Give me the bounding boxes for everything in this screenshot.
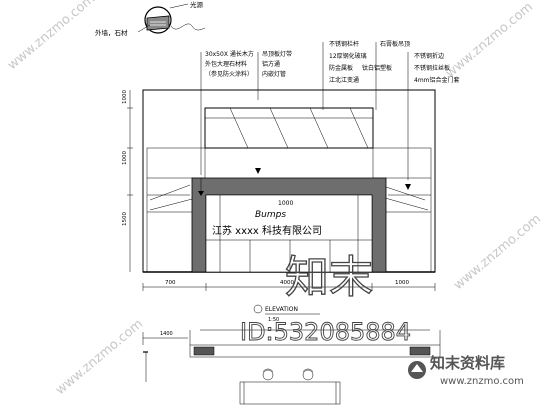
svg-text:1000: 1000	[395, 280, 409, 286]
reception-desk	[239, 381, 341, 405]
detail-section: 光源 外墙，石材	[95, 0, 206, 37]
svg-text:1400: 1400	[160, 331, 173, 337]
callout-wall-stone: 外墙，石材	[95, 28, 128, 37]
elevation-title-text: ELEVATION	[265, 306, 298, 313]
callout-light-source: 光源	[190, 0, 204, 9]
sign-company-name: 江苏 xxxx 科技有限公司	[212, 224, 322, 237]
callout-right-1: 石膏板吊顶	[380, 40, 410, 48]
callout-left-3: （参见防火涂料）	[205, 70, 253, 78]
elevation-scale: 1:50	[268, 317, 279, 323]
watermark-site-url: www.znzmo.com	[440, 376, 524, 387]
dimension-lines: 1000 1500 1000 700 4000 1000	[122, 90, 436, 291]
watermark-url-1: www.znzmo.com	[5, 0, 98, 73]
callout-mid-7: 江北江变通	[329, 76, 359, 84]
glass-panel	[204, 107, 374, 149]
sign-logo: Bumps	[255, 210, 286, 220]
callout-mid-9: 钛白铝塑板	[362, 64, 392, 72]
callout-right-2: 不锈钢折边	[414, 52, 444, 60]
callout-mid-6: 防金属板	[329, 64, 353, 72]
callout-right-5: 4mm铝合金门套	[414, 76, 460, 84]
elevation-drawing: 1000 Bumps 江苏 xxxx 科技有限公司	[142, 89, 436, 273]
callout-mid-1: 吊顶板灯带	[262, 50, 292, 58]
watermark-logo-cn: 知末	[285, 252, 373, 303]
sign-panel	[205, 194, 373, 273]
watermark-url-2: www.znzmo.com	[53, 316, 146, 398]
elevation-title: ELEVATION 1:50	[253, 304, 320, 323]
detail-leader	[170, 23, 206, 31]
plan-view: 1400	[142, 329, 441, 405]
watermark-id: ID:532085884	[240, 318, 411, 346]
svg-text:1500: 1500	[122, 212, 128, 226]
callout-mid-4: 不锈钢栏杆	[329, 40, 359, 48]
watermark-url-4: www.znzmo.com	[451, 211, 544, 293]
watermark-site-name: 知末资料库	[430, 354, 505, 372]
svg-text:700: 700	[165, 280, 176, 286]
callout-left-2: 外包大理石材料	[205, 60, 247, 68]
watermark-logo-icon	[408, 361, 426, 379]
svg-text:1000: 1000	[122, 151, 128, 165]
sign-dimension: 1000	[278, 200, 293, 207]
callout-mid-2: 铝方通	[262, 60, 280, 68]
detail-hatch	[146, 15, 170, 31]
svg-text:4000: 4000	[280, 280, 294, 286]
chair-1	[262, 369, 274, 381]
watermark-overlay: 知末 ID:532085884 知末资料库 www.znzmo.com	[240, 251, 524, 387]
chair-2	[302, 369, 314, 381]
callout-labels: 30x50X 通长木方 外包大理石材料 （参见防火涂料） 吊顶板灯带 铝方通 内…	[200, 40, 460, 180]
callout-mid-3: 内嵌灯管	[262, 70, 286, 78]
callout-left-1: 30x50X 通长木方	[205, 50, 254, 58]
watermark-url-3: www.znzmo.com	[443, 0, 536, 81]
callout-mid-5: 12厚钢化玻璃	[329, 52, 367, 60]
callout-right-3: 不锈钢拉丝板	[414, 64, 450, 72]
svg-text:1000: 1000	[122, 90, 128, 104]
